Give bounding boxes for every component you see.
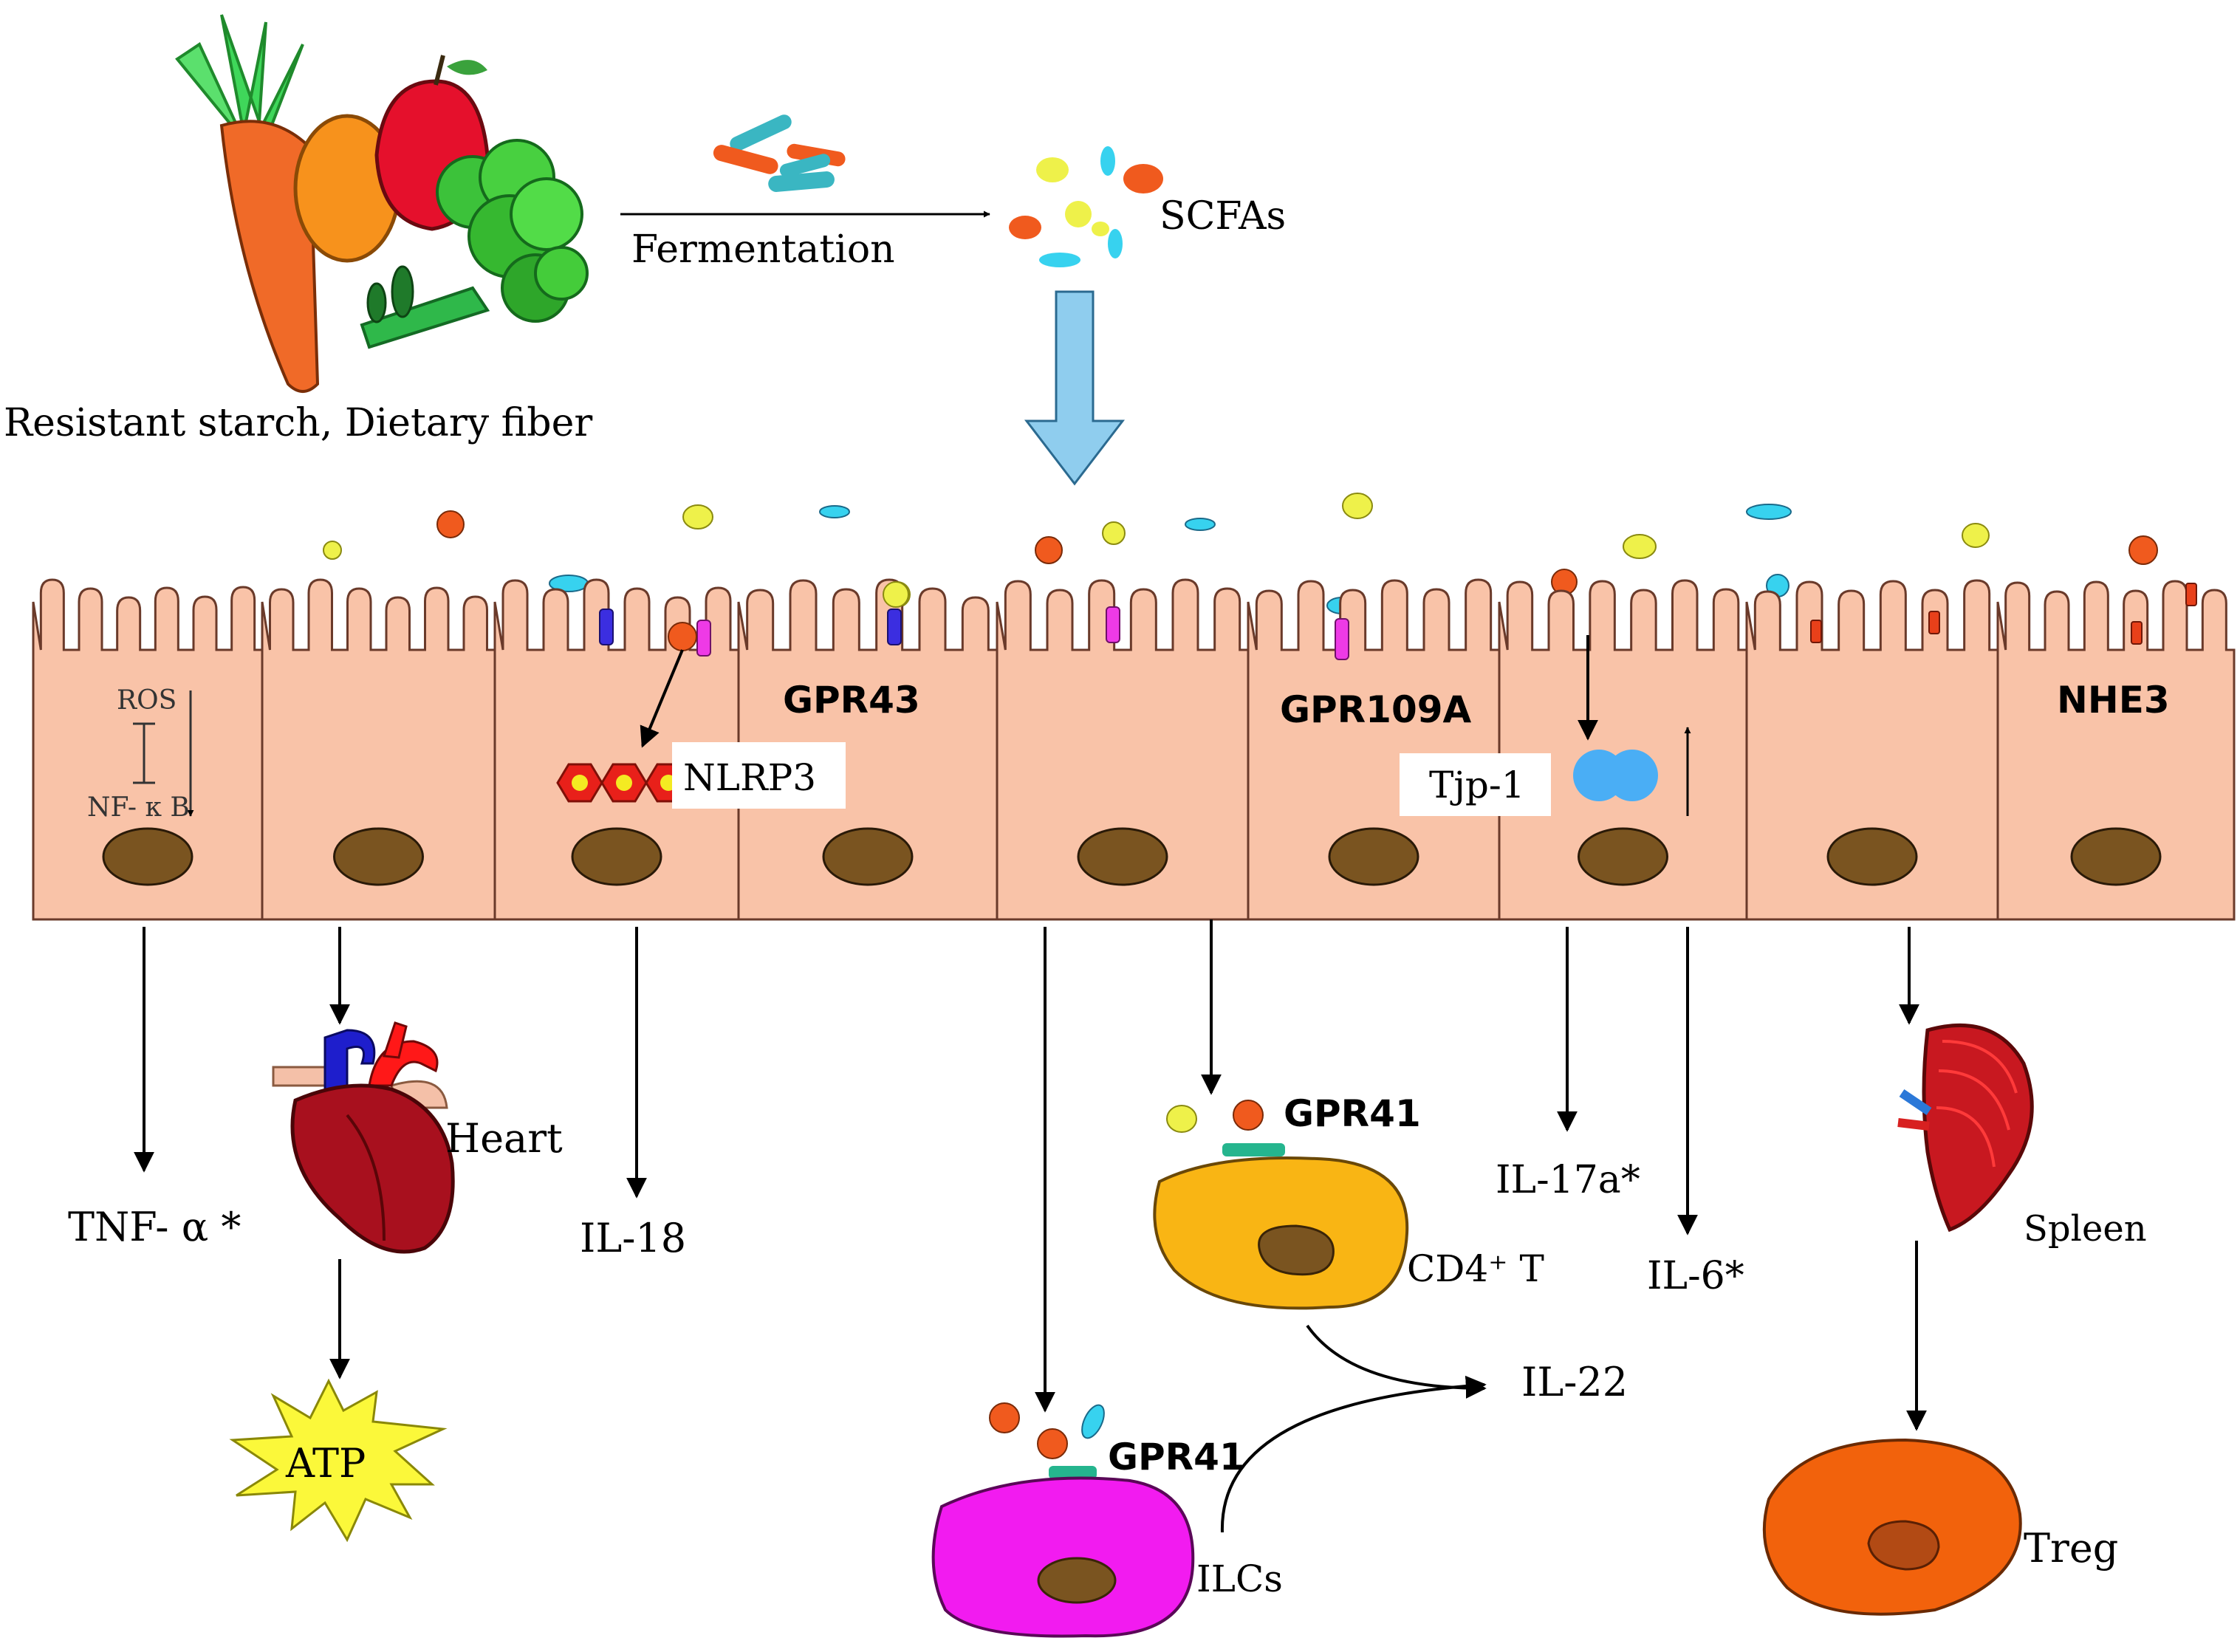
il22-label: IL-22 bbox=[1521, 1359, 1628, 1405]
tnf-label: TNF- α * bbox=[68, 1204, 241, 1250]
tjp1-protein-icon bbox=[1573, 750, 1658, 801]
epithelial-cell bbox=[996, 578, 1250, 921]
nlrp3-arrow bbox=[640, 649, 684, 748]
gpr109a-label: GPR109A bbox=[1280, 688, 1472, 731]
treg-label: Treg bbox=[2024, 1525, 2118, 1572]
fermentation-label: Fermentation bbox=[631, 227, 895, 272]
gpr41-ilc-label: GPR41 bbox=[1108, 1436, 1245, 1478]
cell-nucleus bbox=[102, 827, 193, 886]
gpr41-cd4-label: GPR41 bbox=[1284, 1092, 1421, 1135]
ilc-cell bbox=[931, 1476, 1195, 1638]
cell-nucleus bbox=[1826, 827, 1918, 886]
luminal-scfas bbox=[323, 493, 2158, 614]
epithelial-cell bbox=[32, 578, 264, 921]
spleen-icon bbox=[1897, 1024, 2034, 1233]
epithelial-cell bbox=[1498, 579, 1748, 921]
il6-label: IL-6* bbox=[1647, 1254, 1744, 1298]
tjp1-label: Tjp-1 bbox=[1429, 764, 1525, 806]
vegetables-icon bbox=[175, 14, 589, 393]
ilcs-label: ILCs bbox=[1196, 1557, 1283, 1600]
diet-label: Resistant starch, Dietary fiber bbox=[4, 401, 592, 445]
cell-nucleus bbox=[2070, 827, 2162, 886]
heart-label: Heart bbox=[445, 1115, 563, 1162]
epithelial-cell bbox=[261, 578, 496, 921]
atp-label: ATP bbox=[285, 1440, 366, 1487]
nlrp3-inflammasome-icon bbox=[556, 763, 692, 803]
epithelial-cell bbox=[1247, 578, 1501, 921]
cell-nucleus bbox=[1077, 827, 1168, 886]
scfas-label: SCFAs bbox=[1160, 194, 1286, 239]
scfa-molecules-icon bbox=[1009, 146, 1163, 267]
il17a-label: IL-17a* bbox=[1496, 1158, 1640, 1202]
cell-nucleus bbox=[333, 827, 424, 886]
cell-nucleus bbox=[1578, 827, 1668, 886]
nhe3-label: NHE3 bbox=[2057, 679, 2170, 722]
scfa-absorption-arrow bbox=[1024, 290, 1126, 486]
atp-starburst-icon bbox=[229, 1378, 448, 1543]
epithelial-cell bbox=[1996, 580, 2236, 921]
ilc-to-il22-arrow bbox=[1220, 1375, 1487, 1533]
epithelial-cell-layer bbox=[32, 578, 2236, 921]
gpr43-label: GPR43 bbox=[783, 679, 920, 722]
gpr41-receptor-ilc bbox=[1049, 1466, 1097, 1479]
cell-nucleus bbox=[822, 827, 914, 886]
epithelial-cell bbox=[737, 578, 999, 921]
nlrp3-label: NLRP3 bbox=[683, 756, 816, 799]
heart-icon bbox=[272, 1021, 455, 1254]
cell-nucleus bbox=[571, 827, 662, 886]
epithelial-cell bbox=[1745, 579, 1999, 921]
bacteria-icon bbox=[713, 114, 846, 192]
gpr41-receptor-cd4 bbox=[1222, 1143, 1285, 1156]
ros-label: ROS bbox=[117, 685, 177, 716]
spleen-label: Spleen bbox=[2024, 1208, 2147, 1250]
cell-receptors bbox=[599, 583, 2197, 660]
il18-label: IL-18 bbox=[580, 1215, 686, 1261]
cell-nucleus bbox=[1328, 827, 1419, 886]
cd4t-label: CD4⁺ T bbox=[1407, 1247, 1544, 1290]
cd4-to-il22-arrow bbox=[1306, 1324, 1487, 1399]
nfkb-label: NF- κ B bbox=[87, 792, 190, 823]
